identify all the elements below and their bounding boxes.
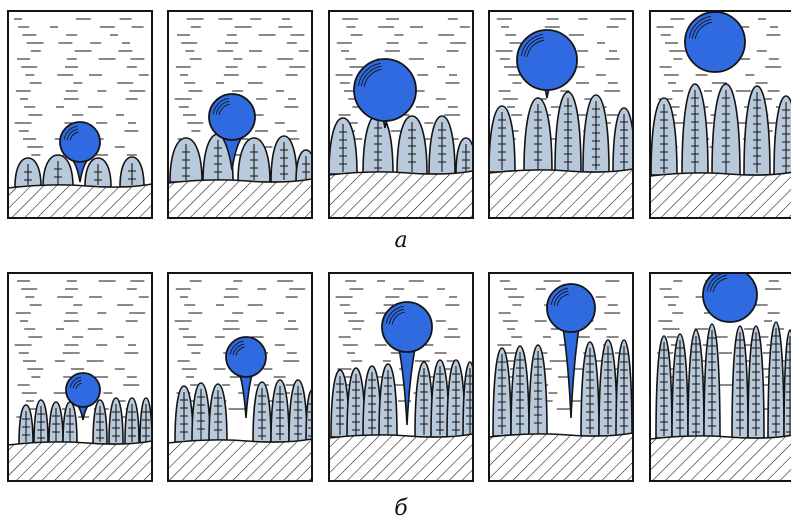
drop-highlight: [218, 103, 231, 116]
panel-frame: [328, 10, 474, 219]
substrate-hatched: [650, 171, 791, 218]
substrate-hatched: [168, 438, 312, 481]
drop-highlight: [235, 346, 245, 356]
liquid-drop: [225, 336, 267, 378]
substrate-hatched: [650, 434, 791, 481]
drop-highlight: [69, 376, 82, 389]
drop-highlight: [385, 305, 404, 324]
caption-row-b: б: [394, 496, 408, 521]
drop-highlight: [706, 273, 726, 292]
drop-highlight: [688, 15, 712, 39]
drop-highlight: [523, 36, 544, 57]
panel-a-2: [168, 11, 312, 218]
panel-frame: [488, 10, 634, 219]
panel-a-3: [329, 11, 473, 218]
liquid-drop: [702, 273, 758, 323]
liquid-drop: [684, 11, 746, 73]
liquid-drop: [65, 372, 101, 408]
panel-b-5: [650, 273, 791, 481]
panel-frame: [649, 272, 791, 482]
drop-highlight: [526, 39, 544, 57]
drop-highlight: [691, 18, 712, 39]
drop-highlight: [229, 340, 244, 355]
panel-a-4: [489, 11, 633, 218]
drop-highlight: [550, 287, 568, 305]
drop-highlight: [63, 125, 78, 140]
drop-neck: [397, 343, 417, 426]
liquid-spike: [773, 95, 791, 176]
drop-highlight: [75, 382, 83, 390]
liquid-spike: [612, 107, 633, 173]
substrate-hatched: [329, 170, 473, 218]
drop-highlight: [712, 277, 728, 293]
liquid-drop: [546, 283, 596, 333]
drop-highlight: [388, 308, 405, 325]
drop-highlight: [72, 379, 82, 389]
drop-highlight: [553, 290, 569, 306]
caption-row-a: а: [394, 228, 408, 253]
drop-highlight: [360, 65, 382, 87]
liquid-drop: [353, 58, 417, 122]
liquid-drop: [59, 121, 101, 163]
panel-b-4: [489, 273, 633, 481]
panel-b-2: [168, 273, 312, 481]
substrate-hatched: [489, 432, 633, 481]
drop-highlight: [215, 100, 230, 115]
panel-b-3: [329, 273, 473, 481]
panel-a-1: [8, 11, 152, 218]
liquid-drop: [381, 301, 433, 353]
panel-frame: [488, 272, 634, 482]
liquid-drop: [516, 29, 578, 91]
substrate-hatched: [329, 433, 473, 481]
drop-highlight: [694, 21, 712, 39]
drop-highlight: [363, 68, 382, 87]
substrate-hatched: [489, 168, 633, 218]
panel-a-5: [650, 11, 791, 218]
panel-frame: [328, 272, 474, 482]
drop-neck: [561, 324, 581, 419]
liquid-drop: [208, 93, 256, 141]
substrate-hatched: [168, 178, 312, 218]
drop-highlight: [391, 311, 405, 325]
drop-highlight: [66, 128, 79, 141]
drop-highlight: [556, 293, 569, 306]
panel-frame: [167, 272, 313, 482]
liquid-spike: [455, 137, 473, 175]
liquid-spike: [295, 149, 312, 183]
panel-frame: [7, 272, 153, 482]
drop-highlight: [520, 33, 544, 57]
panel-frame: [649, 10, 791, 219]
drop-highlight: [357, 62, 381, 86]
drop-highlight: [212, 97, 230, 115]
substrate-hatched: [8, 440, 152, 481]
drop-neck: [237, 370, 255, 419]
drop-highlight: [69, 131, 79, 141]
liquid-spike: [305, 389, 312, 443]
panel-frame: [7, 10, 153, 219]
panel-frame: [167, 10, 313, 219]
panel-b-1: [8, 273, 152, 481]
drop-highlight: [709, 274, 727, 292]
drop-highlight: [232, 343, 245, 356]
substrate-hatched: [8, 183, 152, 218]
